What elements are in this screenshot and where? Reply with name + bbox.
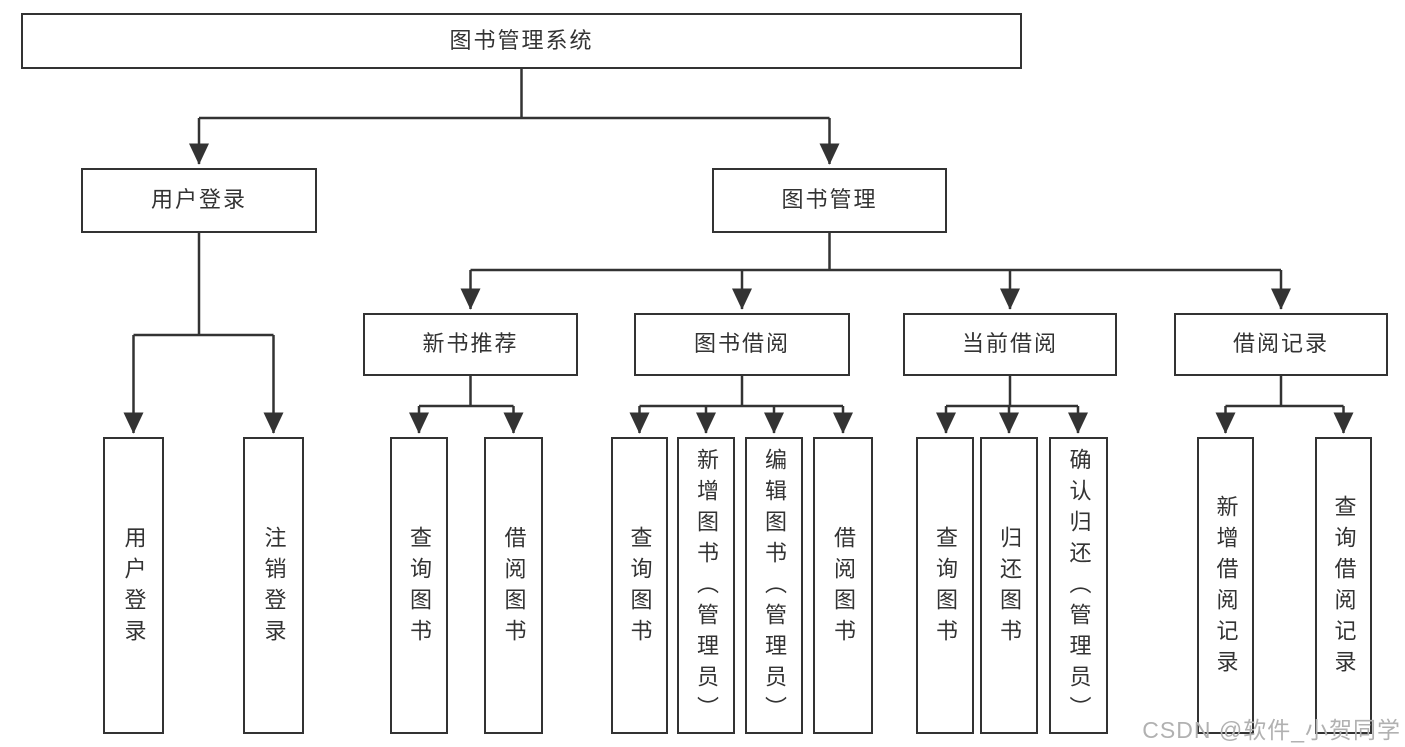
leaf-label: 新增借阅记录 <box>1213 494 1239 681</box>
leaf-borrow-books: 借阅图书 <box>813 437 873 734</box>
leaf-label: 查询图书 <box>627 525 653 650</box>
leaf-edit-books-admin: 编辑图书（管理员） <box>745 437 803 734</box>
node-book-management: 图书管理 <box>712 168 947 233</box>
leaf-label: 查询图书 <box>407 525 432 650</box>
node-book-borrowing: 图书借阅 <box>634 313 850 376</box>
leaf-query-borrow-record: 查询借阅记录 <box>1315 437 1372 734</box>
leaf-add-borrow-record: 新增借阅记录 <box>1197 437 1254 734</box>
leaf-user-login: 用户登录 <box>103 437 164 734</box>
leaf-add-books-admin: 新增图书（管理员） <box>677 437 735 734</box>
leaf-label: 借阅图书 <box>831 525 856 650</box>
node-current-borrowing: 当前借阅 <box>903 313 1117 376</box>
leaf-borrow-books-recommend: 借阅图书 <box>484 437 543 734</box>
leaf-label: 确认归还（管理员） <box>1066 448 1092 727</box>
node-borrowing-records: 借阅记录 <box>1174 313 1388 376</box>
node-new-book-recommend: 新书推荐 <box>363 313 578 376</box>
leaf-label: 注销登录 <box>261 525 287 650</box>
node-user-login: 用户登录 <box>81 168 317 233</box>
leaf-label: 用户登录 <box>121 525 147 650</box>
leaf-label: 借阅图书 <box>501 525 527 650</box>
leaf-confirm-return-admin: 确认归还（管理员） <box>1049 437 1108 734</box>
leaf-query-books-borrowing: 查询图书 <box>611 437 668 734</box>
leaf-return-books: 归还图书 <box>980 437 1038 734</box>
leaf-label: 查询借阅记录 <box>1331 494 1357 681</box>
node-library-management-system: 图书管理系统 <box>21 13 1022 69</box>
leaf-label: 查询图书 <box>933 525 958 650</box>
leaf-label: 编辑图书（管理员） <box>762 448 787 727</box>
watermark-csdn: CSDN @软件_小贺同学 <box>1142 717 1401 743</box>
leaf-label: 新增图书（管理员） <box>694 448 719 727</box>
leaf-query-books-recommend: 查询图书 <box>390 437 448 734</box>
leaf-label: 归还图书 <box>997 525 1022 650</box>
leaf-query-books-current: 查询图书 <box>916 437 974 734</box>
leaf-logout: 注销登录 <box>243 437 304 734</box>
